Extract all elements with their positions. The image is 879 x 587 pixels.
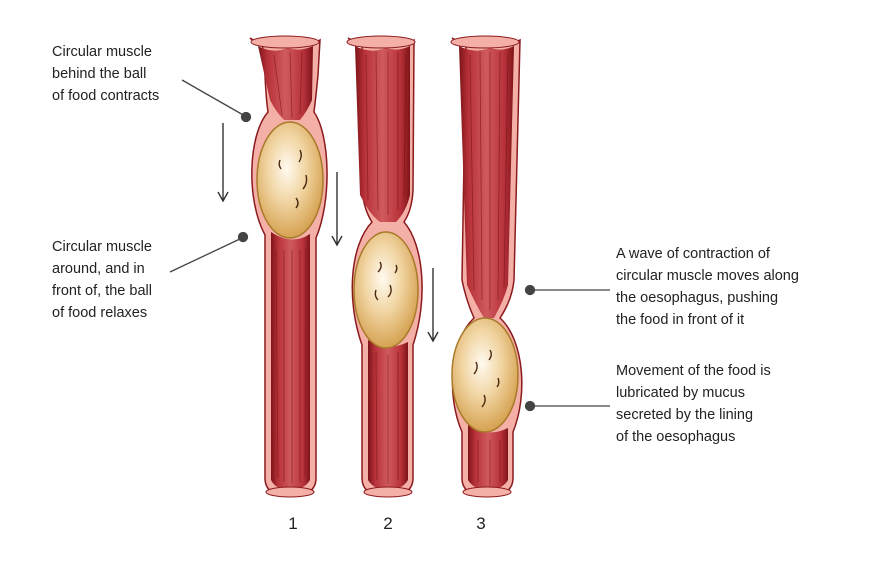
label-line: circular muscle moves along <box>616 268 799 284</box>
tube-1-striations <box>273 51 307 484</box>
label-contracting-muscle: Circular muscle behind the ball of food … <box>52 41 159 107</box>
tube-1-food-marks <box>278 149 308 209</box>
tube-3-muscle <box>459 46 514 318</box>
label-line: behind the ball <box>52 66 147 82</box>
tube-3-bottom-rim <box>462 486 512 498</box>
label-line: the oesophagus, pushing <box>616 290 779 306</box>
leader-right-top-dot <box>524 284 536 296</box>
label-line: of food contracts <box>52 88 160 104</box>
oesophagus-stage-2 <box>346 35 423 498</box>
label-line: the food in front of it <box>616 312 745 328</box>
label-mucus-lubrication: Movement of the food is lubricated by mu… <box>616 360 771 448</box>
tube-3-food-bolus <box>451 317 519 433</box>
tube-1-muscle <box>258 46 313 120</box>
arrow-down-2 <box>331 172 343 247</box>
tube-3-top-rim <box>450 35 520 49</box>
tube-3-muscle-lower <box>468 425 508 490</box>
label-line: Circular muscle <box>52 44 152 60</box>
leader-left-top <box>181 79 246 117</box>
label-line: of food relaxes <box>52 305 148 321</box>
stage-number-1: 1 <box>288 514 298 533</box>
oesophagus-stage-3 <box>450 35 523 498</box>
label-wave-of-contraction: A wave of contraction of circular muscle… <box>616 243 799 331</box>
leader-left-bottom-dot <box>237 231 249 243</box>
label-line: of the oesophagus <box>616 429 736 445</box>
tube-2-bottom-rim <box>363 486 413 498</box>
label-line: secreted by the lining <box>616 407 754 423</box>
tube-2-top-rim <box>346 35 416 49</box>
movement-arrows <box>217 123 439 343</box>
label-relaxing-muscle: Circular muscle around, and in front of,… <box>52 236 152 324</box>
stage-number-3: 3 <box>476 514 486 533</box>
stage-number-2: 2 <box>383 514 393 533</box>
tube-2-food-bolus <box>353 231 419 349</box>
tube-2-striations <box>365 51 407 484</box>
tube-1-top-rim <box>250 35 320 49</box>
tube-2-food-marks <box>374 261 398 301</box>
leader-left-top-dot <box>240 111 252 123</box>
label-line: Circular muscle <box>52 239 152 255</box>
label-line: around, and in <box>52 261 145 277</box>
tube-3-striations <box>469 51 509 486</box>
label-line: A wave of contraction of <box>616 246 770 262</box>
label-line: Movement of the food is <box>616 363 771 379</box>
label-line: front of, the ball <box>52 283 152 299</box>
oesophagus-stage-1 <box>249 35 328 498</box>
leader-lines <box>169 79 610 412</box>
arrow-down-1 <box>217 123 229 203</box>
leader-right-bottom-dot <box>524 400 536 412</box>
tube-1-bottom-rim <box>265 486 315 498</box>
arrow-down-3 <box>427 268 439 343</box>
tube-3-food-marks <box>473 349 500 408</box>
tube-2-muscle <box>355 46 410 222</box>
label-line: lubricated by mucus <box>616 385 745 401</box>
leader-left-bottom <box>169 237 243 273</box>
tube-1-food-bolus <box>256 121 324 239</box>
